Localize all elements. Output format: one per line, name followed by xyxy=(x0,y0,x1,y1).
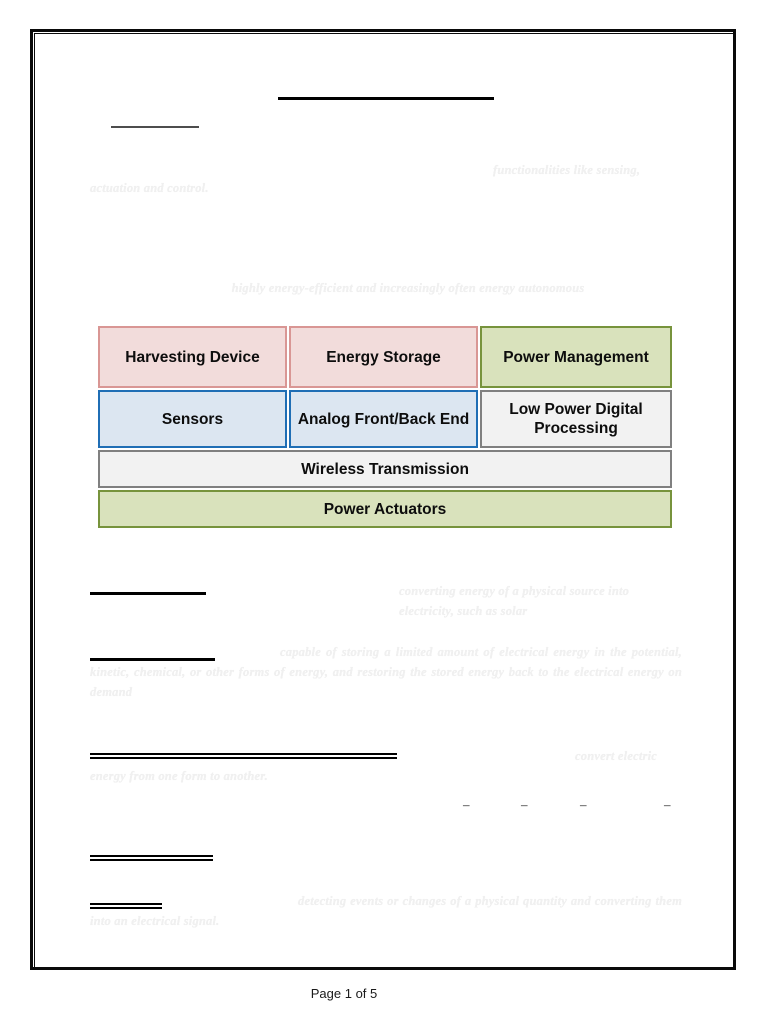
diagram-row-actuators: Power Actuators xyxy=(98,490,672,528)
block-sensors[interactable]: Sensors xyxy=(98,390,287,448)
block-analog-front-back-end[interactable]: Analog Front/Back End xyxy=(289,390,478,448)
page-border-outer xyxy=(30,29,736,970)
block-power-actuators[interactable]: Power Actuators xyxy=(98,490,672,528)
sensors-definition: detecting events or changes of a physica… xyxy=(90,894,682,928)
intro-paragraph-line-2: actuation and control. xyxy=(90,181,209,195)
bullet-dash-2: – xyxy=(521,797,528,812)
page-border-inner xyxy=(34,33,734,968)
bullet-dash-3: – xyxy=(580,797,587,812)
subtitle-underline xyxy=(111,126,199,128)
block-energy-storage[interactable]: Energy Storage xyxy=(289,326,478,388)
bullet-dash-1: – xyxy=(463,797,470,812)
diagram-row-signal: Sensors Analog Front/Back End Low Power … xyxy=(98,390,672,448)
harvesting-definition-line-1: converting energy of a physical source i… xyxy=(399,584,630,618)
diagram-row-wireless: Wireless Transmission xyxy=(98,450,672,488)
storage-definition: capable of storing a limited amount of e… xyxy=(90,645,682,699)
diagram-row-power: Harvesting Device Energy Storage Power M… xyxy=(98,326,672,388)
block-power-management[interactable]: Power Management xyxy=(480,326,672,388)
intro-paragraph-line-1: functionalities like sensing, xyxy=(493,163,641,177)
page-number-footer: Page 1 of 5 xyxy=(310,986,378,1001)
section-heading-underline xyxy=(90,855,213,861)
block-low-power-digital-processing[interactable]: Low Power Digital Processing xyxy=(480,390,672,448)
title-underline xyxy=(278,97,494,100)
bullet-dash-4: – xyxy=(664,797,671,812)
energy-autonomous-line: highly energy-efficient and increasingly… xyxy=(231,281,585,295)
actuators-definition: convert electric energy from one form to… xyxy=(90,749,657,783)
block-wireless-transmission[interactable]: Wireless Transmission xyxy=(98,450,672,488)
block-harvesting-device[interactable]: Harvesting Device xyxy=(98,326,287,388)
harvesting-term-underline xyxy=(90,592,206,595)
sensors-term-underline xyxy=(90,903,162,909)
architecture-block-diagram: Harvesting Device Energy Storage Power M… xyxy=(98,326,672,530)
storage-term-underline xyxy=(90,658,215,661)
actuators-term-underline xyxy=(90,753,397,759)
